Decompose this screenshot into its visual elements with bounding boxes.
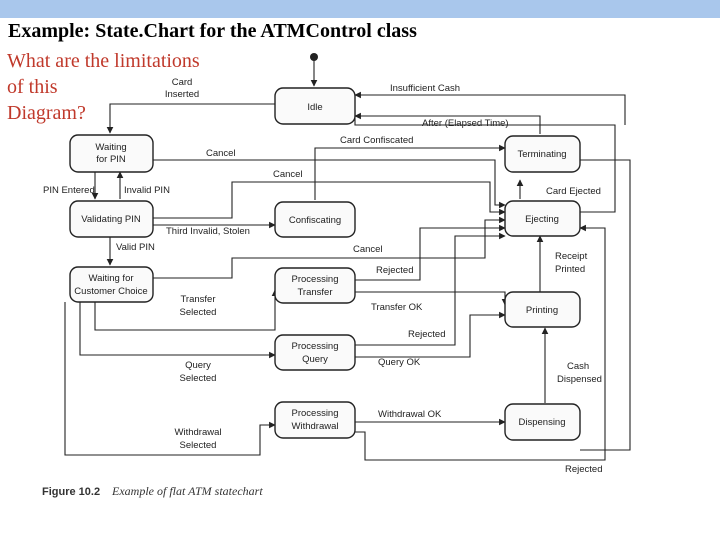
question-line-3: Diagram?	[7, 102, 86, 124]
label-transfer-selected-2: Selected	[180, 307, 217, 318]
edge-rejected-query	[355, 232, 506, 346]
label-receipt-printed-1: Receipt	[555, 251, 588, 262]
top-bar	[0, 0, 720, 18]
label-rejected-2: Rejected	[408, 329, 446, 340]
edge-transfer-selected	[94, 289, 279, 331]
edge-query-selected	[79, 302, 276, 359]
svg-text:Ejecting: Ejecting	[525, 214, 559, 225]
svg-text:Idle: Idle	[307, 102, 322, 113]
label-card-inserted-1: Card	[172, 77, 193, 88]
question-line-2: of this	[7, 76, 58, 98]
svg-text:Printing: Printing	[526, 305, 558, 316]
edge-rejected-withdrawal	[355, 224, 606, 461]
state-confiscating: Confiscating	[274, 201, 356, 238]
state-dispensing: Dispensing	[504, 403, 581, 441]
edge-rejected-transfer	[355, 224, 506, 281]
label-transfer-ok: Transfer OK	[371, 302, 423, 313]
svg-text:Waiting: Waiting	[95, 142, 126, 153]
label-after-elapsed: After (Elapsed Time)	[422, 118, 509, 129]
label-card-ejected: Card Ejected	[546, 186, 601, 197]
label-cancel-1: Cancel	[206, 148, 236, 159]
edge-query-ok	[355, 311, 506, 358]
svg-text:Transfer: Transfer	[297, 287, 332, 298]
label-insufficient-cash: Insufficient Cash	[390, 83, 460, 94]
svg-text:Waiting for: Waiting for	[88, 273, 133, 284]
edge-cancel-2	[153, 181, 506, 219]
label-query-selected-1: Query	[185, 360, 211, 371]
label-card-confiscated: Card Confiscated	[340, 135, 413, 146]
label-withdrawal-selected-1: Withdrawal	[175, 427, 222, 438]
label-query-ok: Query OK	[378, 357, 421, 368]
svg-text:Processing: Processing	[292, 408, 339, 419]
edge-cancel-3	[153, 216, 506, 279]
edge-ejecting-to-idle	[354, 110, 616, 213]
state-waiting-for-choice: Waiting for Customer Choice	[69, 266, 154, 303]
transition-labels: Card Inserted Insufficient Cash After (E…	[43, 77, 603, 475]
edge-right-loop	[580, 159, 631, 451]
svg-text:Dispensing: Dispensing	[519, 417, 566, 428]
svg-text:for PIN: for PIN	[96, 154, 126, 165]
label-withdrawal-ok: Withdrawal OK	[378, 409, 442, 420]
edge-cancel-1	[153, 159, 506, 209]
label-card-inserted-2: Inserted	[165, 89, 199, 100]
state-processing-withdrawal: Processing Withdrawal	[274, 401, 356, 439]
label-receipt-printed-2: Printed	[555, 264, 585, 275]
label-withdrawal-selected-2: Selected	[180, 440, 217, 451]
state-ejecting: Ejecting	[504, 200, 581, 237]
label-cancel-3: Cancel	[353, 244, 383, 255]
slide-title: Example: State.Chart for the ATMControl …	[8, 20, 417, 42]
figure-label: Figure 10.2	[42, 486, 100, 498]
edge-after-elapsed	[354, 112, 541, 134]
label-cancel-2: Cancel	[273, 169, 303, 180]
edge-insufficient-cash	[354, 91, 626, 125]
label-valid-pin: Valid PIN	[116, 242, 155, 253]
svg-text:Customer Choice: Customer Choice	[74, 286, 147, 297]
label-query-selected-2: Selected	[180, 373, 217, 384]
question-line-1: What are the limitations	[7, 50, 200, 72]
label-cash-dispensed-2: Dispensed	[557, 374, 602, 385]
svg-text:Query: Query	[302, 354, 328, 365]
figure-caption: Example of flat ATM statechart	[111, 484, 263, 498]
svg-text:Confiscating: Confiscating	[289, 215, 341, 226]
state-processing-transfer: Processing Transfer	[274, 267, 356, 304]
state-waiting-for-pin: Waiting for PIN	[69, 134, 154, 173]
initial-state-dot	[310, 53, 318, 61]
svg-text:Processing: Processing	[292, 274, 339, 285]
label-cash-dispensed-1: Cash	[567, 361, 589, 372]
edge-card-confiscated	[314, 144, 506, 200]
state-idle: Idle	[274, 87, 356, 125]
label-invalid-pin: Invalid PIN	[124, 185, 170, 196]
edge-withdrawal-selected	[64, 302, 276, 456]
state-terminating: Terminating	[504, 135, 581, 173]
state-processing-query: Processing Query	[274, 334, 356, 371]
label-pin-entered: PIN Entered	[43, 185, 95, 196]
slide-question: What are the limitations of this Diagram…	[7, 48, 200, 126]
label-rejected-3: Rejected	[565, 464, 603, 475]
label-third-invalid: Third Invalid, Stolen	[166, 226, 250, 237]
transition-edges	[64, 53, 631, 461]
edge-card-inserted	[106, 103, 275, 134]
state-printing: Printing	[504, 291, 581, 328]
label-rejected-1: Rejected	[376, 265, 414, 276]
svg-text:Withdrawal: Withdrawal	[292, 421, 339, 432]
svg-text:Validating PIN: Validating PIN	[81, 214, 141, 225]
label-transfer-selected-1: Transfer	[180, 294, 215, 305]
svg-text:Terminating: Terminating	[517, 149, 566, 160]
svg-text:Processing: Processing	[292, 341, 339, 352]
state-validating-pin: Validating PIN	[69, 200, 154, 238]
